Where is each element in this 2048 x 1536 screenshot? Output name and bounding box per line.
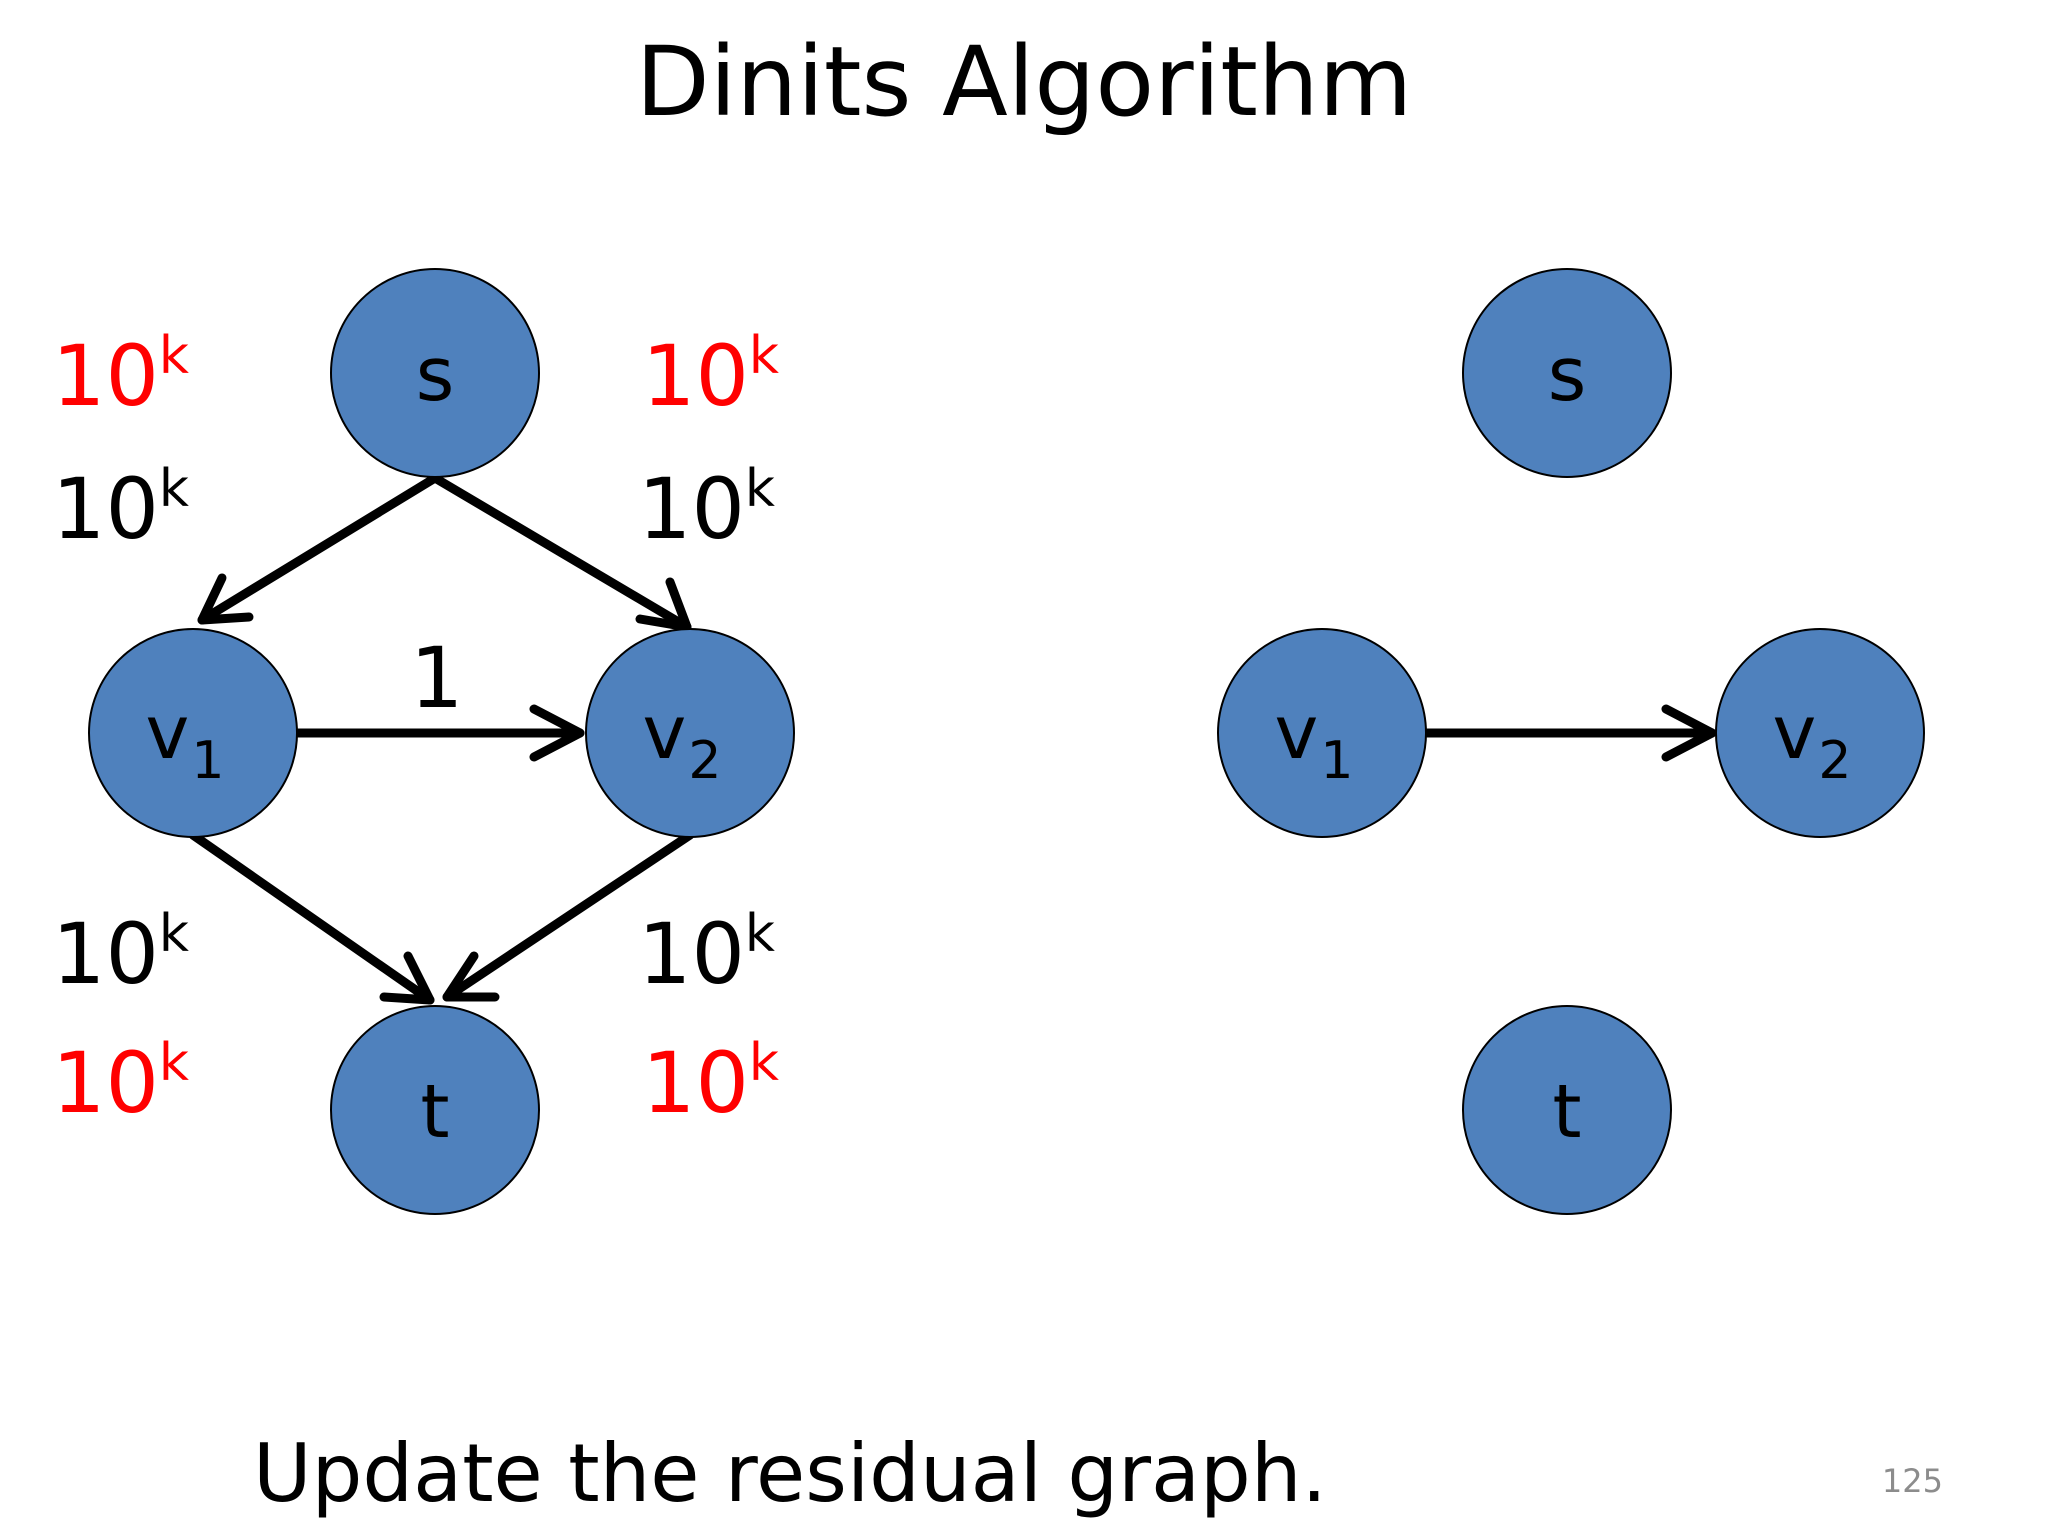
svg-text:v2: v2 [1773,690,1852,791]
svg-text:v2: v2 [643,690,722,791]
slide-caption: Update the residual graph. [253,1427,1327,1520]
residual-node-v1-subscript: 1 [1320,731,1353,791]
residual-node-v1: v1 [1217,628,1427,838]
edge-s-v1-arrowhead [197,573,254,625]
right-graph: s v1 v2 t [1217,268,1925,1215]
capacity-label-v1-v2: 1 [410,629,463,727]
residual-node-v2-label: v [1773,690,1817,776]
edge-v2-t-arrowhead [442,951,500,1002]
node-v1-label: v [146,690,190,776]
residual-node-t-label: t [1552,1069,1581,1155]
residual-node-s: s [1462,268,1672,478]
residual-node-v1-label: v [1275,690,1319,776]
svg-text:v1: v1 [146,690,225,791]
residual-node-s-label: s [1548,332,1587,418]
capacity-label-s-v1: 10k [52,459,189,558]
edge-v1-v2-arrowhead [529,704,585,762]
capacity-label-s-v2: 10k [638,459,775,558]
flow-label-v2-t: 10k [642,1033,779,1132]
node-v2: v2 [585,628,795,838]
page-number: 125 [1881,1462,1943,1500]
node-t-label: t [420,1069,449,1155]
residual-node-v2-subscript: 2 [1818,731,1851,791]
node-s: s [330,268,540,478]
flow-label-s-v1: 10k [52,326,189,425]
flow-label-v1-t: 10k [52,1033,189,1132]
capacity-label-v2-t: 10k [638,904,775,1003]
residual-edge-v1-v2-arrowhead [1661,704,1717,762]
node-v1-subscript: 1 [191,731,224,791]
residual-node-v2: v2 [1715,628,1925,838]
edge-s-v2 [430,473,692,632]
left-graph: s v1 v2 t 10k 10k 10k 10k 1 10k 10k 10k … [52,268,795,1215]
node-v1: v1 [88,628,298,838]
node-s-label: s [416,332,455,418]
svg-text:v1: v1 [1275,690,1354,791]
node-v2-label: v [643,690,687,776]
edge-s-v1 [197,473,440,625]
residual-node-t: t [1462,1005,1672,1215]
node-v2-subscript: 2 [688,731,721,791]
capacity-label-v1-t: 10k [52,904,189,1003]
node-t: t [330,1005,540,1215]
edge-s-v2-arrowhead [635,577,692,632]
flow-label-s-v2: 10k [642,326,779,425]
slide-title: Dinits Algorithm [635,26,1413,138]
edge-v1-t-arrowhead [379,951,435,1005]
edge-v2-t [442,830,695,1002]
edge-v1-t [188,830,435,1005]
